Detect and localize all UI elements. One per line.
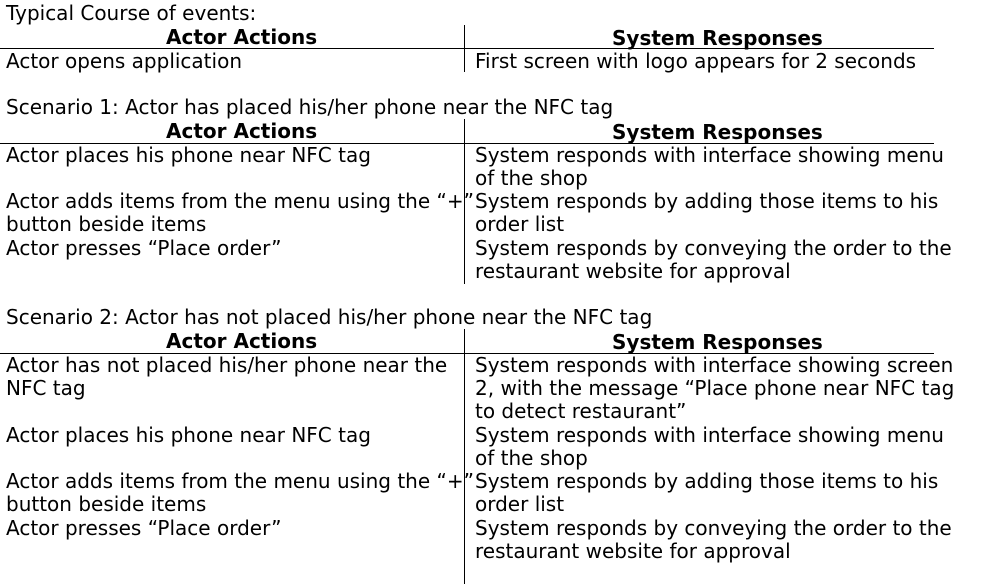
table0-system-0: First screen with logo appears for 2 sec… — [475, 49, 917, 73]
header-rule — [0, 48, 934, 49]
s1-system-1-l0: System responds by adding those items to… — [475, 189, 939, 213]
table0-actor-0: Actor opens application — [6, 49, 242, 73]
s2-actor-2-l0: Actor adds items from the menu using the… — [6, 469, 474, 493]
s1-system-2-l0: System responds by conveying the order t… — [475, 236, 952, 260]
s2-system-2-l0: System responds by adding those items to… — [475, 469, 939, 493]
header-rule — [0, 353, 934, 354]
s2-actor-2-l1: button beside items — [6, 492, 207, 516]
header-system-responses: System Responses — [612, 120, 823, 144]
s2-system-0-l1: 2, with the message “Place phone near NF… — [475, 376, 955, 400]
column-divider — [464, 329, 465, 584]
header-system-responses: System Responses — [612, 26, 823, 50]
s2-system-2-l1: order list — [475, 492, 565, 516]
s2-system-3-l1: restaurant website for approval — [475, 539, 791, 563]
s1-actor-1-l1: button beside items — [6, 212, 207, 236]
s2-system-3-l0: System responds by conveying the order t… — [475, 516, 952, 540]
s1-system-2-l1: restaurant website for approval — [475, 259, 791, 283]
s2-system-1-l1: of the shop — [475, 446, 588, 470]
scenario1-title: Scenario 1: Actor has placed his/her pho… — [6, 95, 614, 119]
s2-actor-1: Actor places his phone near NFC tag — [6, 423, 371, 447]
s2-actor-0-l1: NFC tag — [6, 376, 86, 400]
header-system-responses: System Responses — [612, 330, 823, 354]
s2-actor-0-l0: Actor has not placed his/her phone near … — [6, 353, 448, 377]
scenario2-title: Scenario 2: Actor has not placed his/her… — [6, 305, 653, 329]
s1-system-0-l1: of the shop — [475, 166, 588, 190]
s1-actor-0: Actor places his phone near NFC tag — [6, 143, 371, 167]
header-actor-actions: Actor Actions — [166, 25, 318, 49]
header-actor-actions: Actor Actions — [166, 329, 318, 353]
s2-system-0-l2: to detect restaurant” — [475, 399, 687, 423]
header-rule — [0, 143, 934, 144]
intro-text: Typical Course of events: — [6, 1, 257, 25]
s2-system-1-l0: System responds with interface showing m… — [475, 423, 944, 447]
s2-system-0-l0: System responds with interface showing s… — [475, 353, 954, 377]
s1-actor-2: Actor presses “Place order” — [6, 236, 282, 260]
column-divider — [464, 119, 465, 284]
s1-actor-1-l0: Actor adds items from the menu using the… — [6, 189, 474, 213]
s1-system-1-l1: order list — [475, 212, 565, 236]
header-actor-actions: Actor Actions — [166, 119, 318, 143]
s2-actor-3: Actor presses “Place order” — [6, 516, 282, 540]
s1-system-0-l0: System responds with interface showing m… — [475, 143, 944, 167]
